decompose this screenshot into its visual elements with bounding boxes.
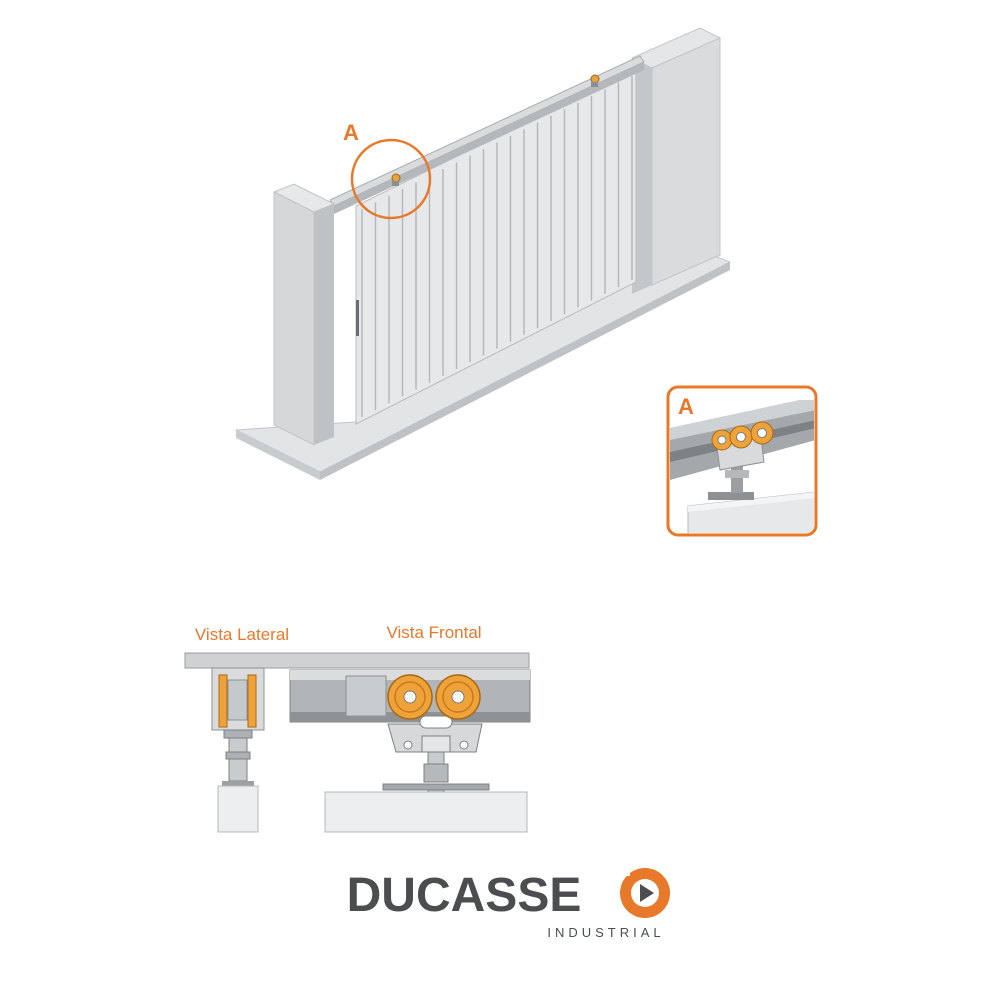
rail-trolley-b (590, 74, 600, 87)
brand-subtitle: INDUSTRIAL (547, 925, 664, 940)
lateral-view (211, 667, 265, 833)
frontal-view-label: Vista Frontal (386, 623, 481, 642)
left-wall (272, 183, 336, 446)
detail-marker-label: A (343, 120, 359, 145)
detail-circle (350, 138, 432, 220)
ducasse-logo: DUCASSE INDUSTRIAL (347, 866, 670, 940)
gate-slats (361, 75, 633, 417)
lateral-door-edge (217, 785, 259, 833)
hardware-views: Vista Lateral Vista Frontal (184, 623, 531, 833)
gate-isometric-view: A (234, 27, 732, 480)
right-wall (630, 27, 722, 294)
ceiling-plate (184, 652, 530, 669)
brand-name: DUCASSE (347, 869, 582, 922)
detail-inset: A (666, 385, 818, 537)
lateral-view-label: Vista Lateral (195, 625, 289, 644)
gate-panel (355, 67, 637, 425)
detail-inset-marker-label: A (678, 394, 694, 419)
ducasse-play-icon (620, 866, 670, 918)
gate-handle (356, 300, 359, 336)
frontal-view (289, 669, 531, 833)
frontal-door-top (324, 791, 528, 833)
rail-trolley-a (391, 173, 401, 186)
